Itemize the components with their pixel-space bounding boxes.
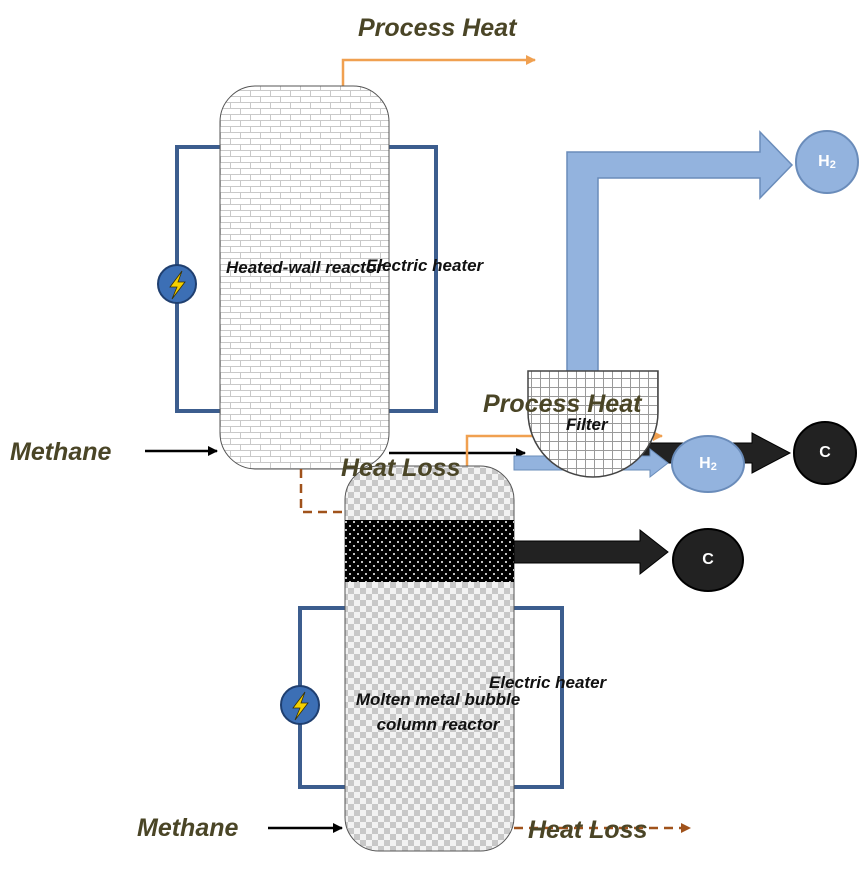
carbon-flow-arrow-mid bbox=[513, 528, 669, 576]
process-heat-label-top: Process Heat bbox=[358, 14, 517, 42]
hydrogen-subscript: 2 bbox=[710, 461, 717, 473]
molten-metal-reactor-label-line2: column reactor bbox=[376, 715, 500, 734]
process-heat-label-mid: Process Heat bbox=[483, 390, 642, 418]
filter-vessel bbox=[527, 370, 659, 478]
electric-heater-label-top: Electric heater bbox=[366, 256, 484, 275]
methane-label-top: Methane bbox=[10, 438, 112, 466]
carbon-layer bbox=[345, 520, 514, 582]
hydrogen-symbol: H bbox=[818, 153, 830, 170]
methane-label-bottom: Methane bbox=[137, 814, 239, 842]
power-lightning-icon bbox=[157, 264, 197, 304]
heater-wire-top-right bbox=[388, 145, 438, 413]
heater-wire-bottom-right bbox=[514, 606, 564, 789]
hydrogen-subscript: 2 bbox=[829, 159, 836, 171]
molten-metal-reactor-label-line1: Molten metal bubble bbox=[355, 690, 521, 709]
carbon-output-node-mid: C bbox=[672, 528, 744, 592]
carbon-symbol: C bbox=[819, 444, 831, 461]
power-lightning-icon bbox=[280, 685, 320, 725]
heated-wall-reactor-label: Heated-wall reactor bbox=[226, 258, 383, 277]
heated-wall-reactor bbox=[219, 85, 390, 470]
hydrogen-flow-arrow-top bbox=[566, 130, 794, 373]
hydrogen-symbol: H bbox=[699, 455, 711, 472]
molten-metal-reactor-label: Molten metal bubble column reactor bbox=[318, 687, 558, 737]
carbon-output-node-top: C bbox=[793, 421, 857, 485]
heat-loss-label-mid: Heat Loss bbox=[341, 454, 461, 482]
process-heat-arrow-top bbox=[341, 55, 536, 88]
filter-label: Filter bbox=[566, 415, 608, 434]
electric-heater-label-bottom: Electric heater bbox=[489, 673, 607, 692]
carbon-symbol: C bbox=[702, 551, 714, 568]
heat-loss-label-bottom: Heat Loss bbox=[528, 816, 648, 844]
